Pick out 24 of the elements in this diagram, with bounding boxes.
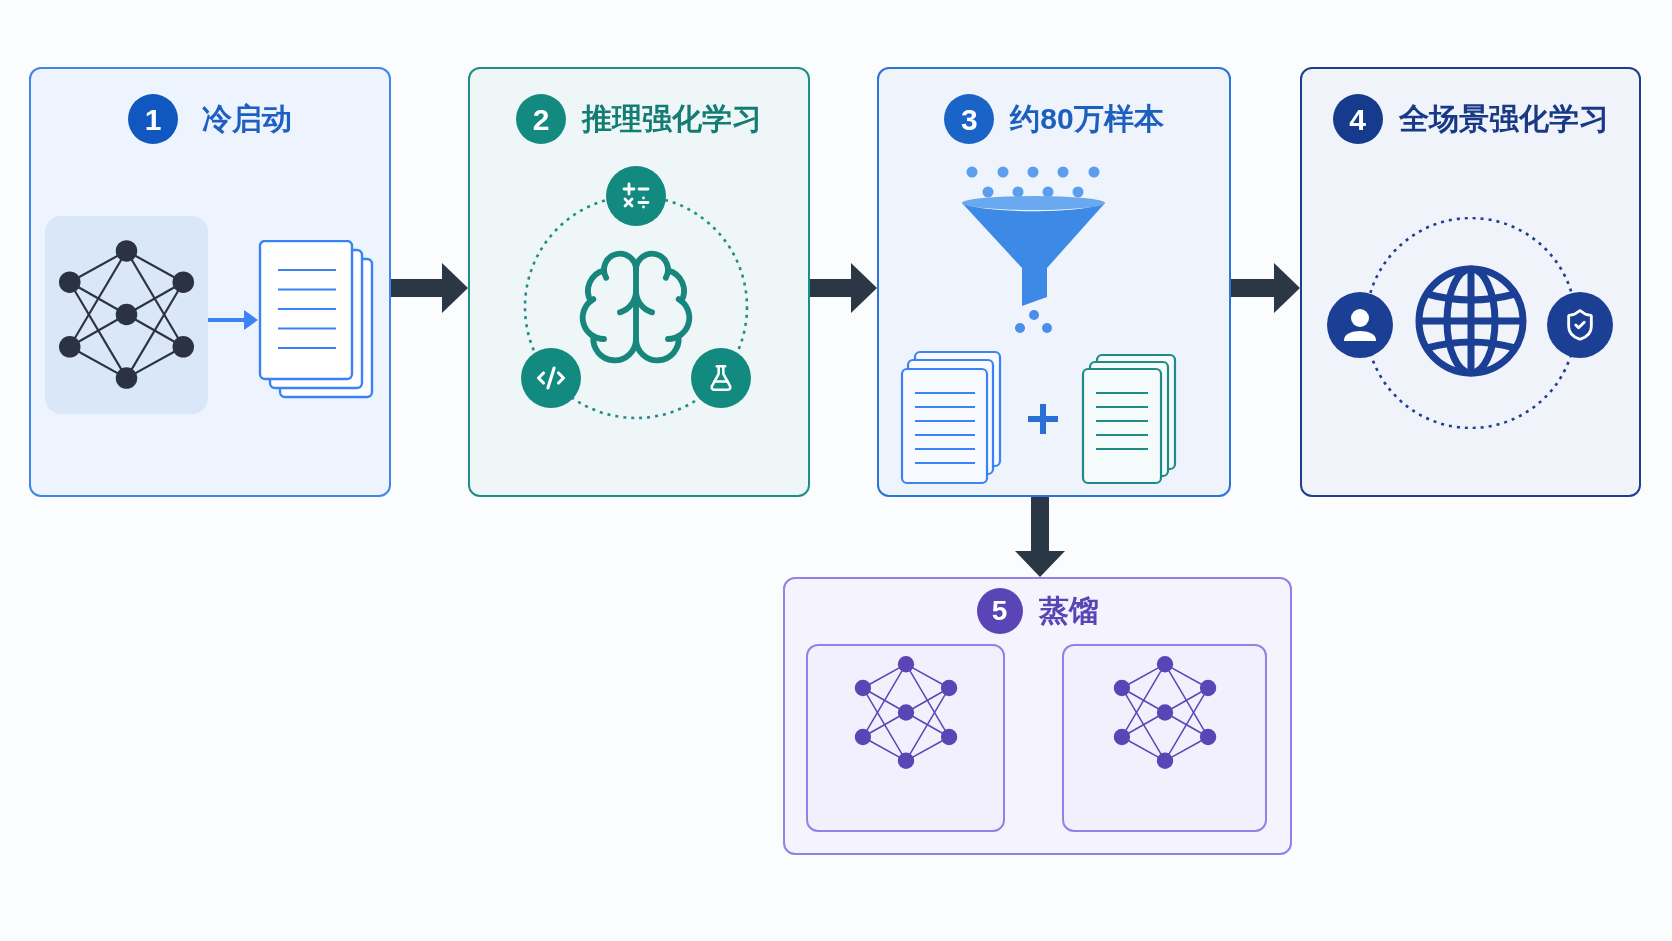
step-number: 2 bbox=[516, 94, 566, 144]
stage-title: 约80万样本 bbox=[1010, 101, 1164, 138]
arrow bbox=[1231, 263, 1300, 313]
arrow bbox=[208, 310, 258, 330]
model-card bbox=[1062, 644, 1267, 832]
stage-title: 全场景强化学习 bbox=[1398, 101, 1609, 138]
stage-panel bbox=[1300, 67, 1641, 497]
stage-title: 冷启动 bbox=[202, 101, 292, 138]
model-card bbox=[806, 644, 1005, 832]
stage-title: 推理强化学习 bbox=[582, 101, 762, 138]
step-number: 4 bbox=[1332, 94, 1383, 144]
step-number: 5 bbox=[976, 588, 1023, 634]
stage-panel bbox=[29, 67, 391, 497]
neural-network-tile bbox=[45, 216, 208, 414]
arrow bbox=[391, 263, 468, 313]
document-stack-icon bbox=[258, 240, 374, 400]
stage-panel bbox=[877, 67, 1231, 497]
arrow bbox=[1015, 497, 1065, 577]
step-number: 3 bbox=[944, 94, 995, 144]
step-number: 1 bbox=[128, 94, 178, 144]
stage-panel bbox=[783, 577, 1292, 855]
arrow bbox=[810, 263, 877, 313]
stage-title: 蒸馏 bbox=[1038, 593, 1099, 630]
stage-panel bbox=[468, 67, 810, 497]
